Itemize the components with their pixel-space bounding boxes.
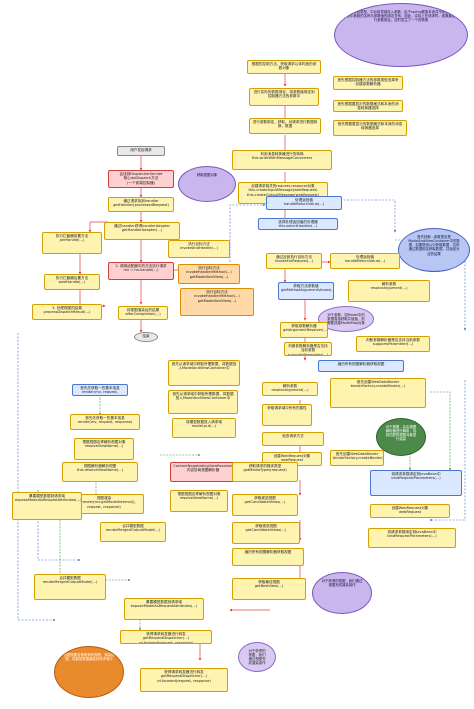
node-resolve-view: 根据视图名称解析视图对象 resolveViewName(...) [170, 490, 228, 512]
node-view-render: 视图渲染 view.render(mv.getModelInternal(), … [64, 494, 144, 514]
node-view-types: 遍历所有视图解析器获取视图 [232, 548, 304, 566]
node-normal-resolver: 解析参数 resolveArgument(...) [262, 382, 318, 396]
node-mav-container: 首先从请求域中获取所需数据，将数据放入ModelAndViewContainer… [168, 390, 238, 414]
node-model-factory: 首先从请求域中获取所需数据，将数据放入ModelAndViewContainer… [168, 360, 240, 386]
node-select-handler: 选择处理返回值的处理器 this.selectHandler(...) [258, 218, 338, 230]
node-merge-output: 合并模型数据 renderMergedOutputModel(...) [100, 522, 166, 542]
node-handle-return: 处理返回值 handleReturnValue(...) [266, 196, 342, 210]
note-forward: 对于获得的视图，我们通过视图完成渲染操作 [238, 642, 276, 672]
node-content-negotiating: ContentNegotiatingViewResolver 内容协商视图解析器 [170, 462, 236, 482]
node-media-types: 获取请求的媒体类型 getMediaTypes(request) [232, 462, 298, 482]
node-after-completion: 将视图渲染后的结果 afterCompletion(...) [118, 306, 168, 320]
node-best-view: 获取最佳视图 getBestView(...) [232, 578, 306, 600]
node-expose-attrs: 暴露模型数据到请求域 exposeModelAsRequestAttribute… [124, 598, 204, 620]
node-view-name: 根据视图名称解析视图对象 resolveViewName(...) [74, 438, 134, 460]
node-get-resolver: 获取参数解析器 getArgumentResolver(...) [280, 322, 328, 338]
node-end: 结束 [134, 332, 158, 342]
node-candidate-list: 获取候选视图 getCandidateViews(...) [232, 522, 300, 544]
node-pre-handle: 执行拦截器前置方法 preHandle(...) [42, 232, 102, 254]
node-render-basic: 首先先获取一些基本信息 render(mv, request, response… [72, 384, 128, 396]
node-resolvers-loop: 遍历所有视图解析器获取视图 [318, 360, 404, 372]
node-model-attr: 将请求参数绑定到JavaBean中 bindRequestParameters(… [370, 470, 462, 496]
node-get-handler: 通过请求找到handler getHandler(processedReques… [108, 197, 174, 212]
node-get-adapter: 通过handler获得handlerAdapter getHandlerAdap… [104, 222, 180, 240]
node-convert: 进行参数绑定，获取，对请求进行数据转换，数据 [249, 118, 321, 134]
node-resolve-arg: 解析参数 resolveArgument(...) [348, 280, 430, 302]
node-support-check: 判断参数解析器是否支持当前参数 supportsParameter(...) [284, 342, 332, 356]
node-dispatcher-servlet: 会找到DispatcherServlet 核心doDispatch方法 (一个前… [108, 170, 174, 188]
node-start: 用户发起请求 [117, 146, 165, 156]
note-parameter-binding: 方法的参数类型，中台前导端传入参数，由于spring框架本身并不知道控制器方法中… [334, 3, 468, 67]
node-handle: 2. 调用适配器中的方法执行请求 mv = ha.handle(...) [108, 262, 174, 280]
node-resolve-view-name: 视图解析器解析视图 this.resolveViewName(...) [62, 462, 138, 482]
note-dispatcher: 获取视图对象 [178, 166, 236, 202]
node-bind-request: 将请求参数绑定到JavaBean中 bindRequestParameters(… [368, 528, 456, 548]
node-render: 首先先获取一些基本信息 render(mv, request, response… [70, 414, 140, 430]
node-url-path: 检查请求方式 [262, 432, 324, 446]
node-return-handler: 处理返回值 handleReturnValue(...) [330, 253, 400, 269]
node-forward: 获得请求转发器进行转发 getRequestDispatcher(...) rd… [140, 668, 228, 692]
node-supports-parameter: 判断参数解析器是否支持当前参数 supportsParameter(...) [356, 336, 430, 352]
node-request-dispatcher: 获得请求转发器进行转发 getRequestDispatcher(...) rd… [120, 630, 212, 644]
node-converter-select: 首先根据要显示的数据格式和本身的消息转换器选择 [333, 120, 407, 136]
node-invoke-and-handle: 执行目标方法 invokeAndHandle(...) [168, 240, 230, 258]
node-create-binder: 首先创建WebDataBinder binderFactory.createBi… [330, 450, 384, 466]
node-invoke-for-request: 通过反射执行目标方法 invokeForRequest(...) [266, 253, 322, 269]
node-get-param: 根据的控制方法，获取请求以体构造的参数对象 [247, 60, 321, 74]
node-dispatch-result: 3. 处理视图的结果 processDispatchResult(...) [32, 304, 102, 320]
node-resolvers: 首先根据控制器方法的参数类型选择来创建参数解析器 [333, 76, 403, 90]
node-candidate-views: 获取候选视图 getCandidateViews(...) [232, 494, 298, 516]
node-post-handle: 执行拦截器后置方法 postHandle(...) [44, 274, 100, 290]
node-merge-model: 合并模型数据 renderMergedOutputModel(...) [34, 574, 106, 600]
node-bind-web: 创建WebRequest对象 webRequest [370, 504, 450, 518]
node-model-put: 将模型数据放入请求域 model.put(...) [172, 418, 236, 438]
node-model-and-view: 执行目标方法 invokeHandlerMethod(...) getModel… [178, 264, 240, 284]
node-attrs: 获取请求域中所有的属性 [262, 404, 312, 426]
node-get-model-view: 执行目标方法 invokeHandlerMethod(...) getModel… [180, 288, 254, 316]
node-format: 首先根据要显示的数据格式和本身的消息转换器选择 [333, 100, 403, 112]
node-resolver-factory: 首先创建WebDataBinder binderFactory.createBi… [330, 378, 426, 408]
note-render-view: 根据视图名获取到的视图，渲染视图，将模型数据暴露到请求域中 [54, 646, 124, 698]
node-get-method-args: 获取方法参数值 getMethodArgumentValues(...) [278, 282, 334, 300]
node-message-converter: 利用消息转换器进行的转换 this.writeWithMessageConver… [232, 150, 332, 170]
note-return-value: 首先判断...参数是否是ModelAndViewContainer中的数据，如果… [398, 228, 470, 272]
node-bind: 进行实际的参数绑定，将参数值绑定到控制器方法的参数中 [249, 88, 319, 106]
node-expose-model: 暴露模型数据到请求域 exposeModelAsRequestAttribute… [12, 492, 82, 520]
note-view-resolver: 对于视图，会由视图解析器进行解析，找到匹配的视图对象进行渲染 [376, 418, 426, 456]
note-candidate: 对于获得的视图，我们通过视图完成渲染操作 [312, 572, 372, 614]
note-model-map: 对于参数，如Model中的数据直接获取并赋值，则需要创建ModelMap对象 [318, 306, 374, 332]
